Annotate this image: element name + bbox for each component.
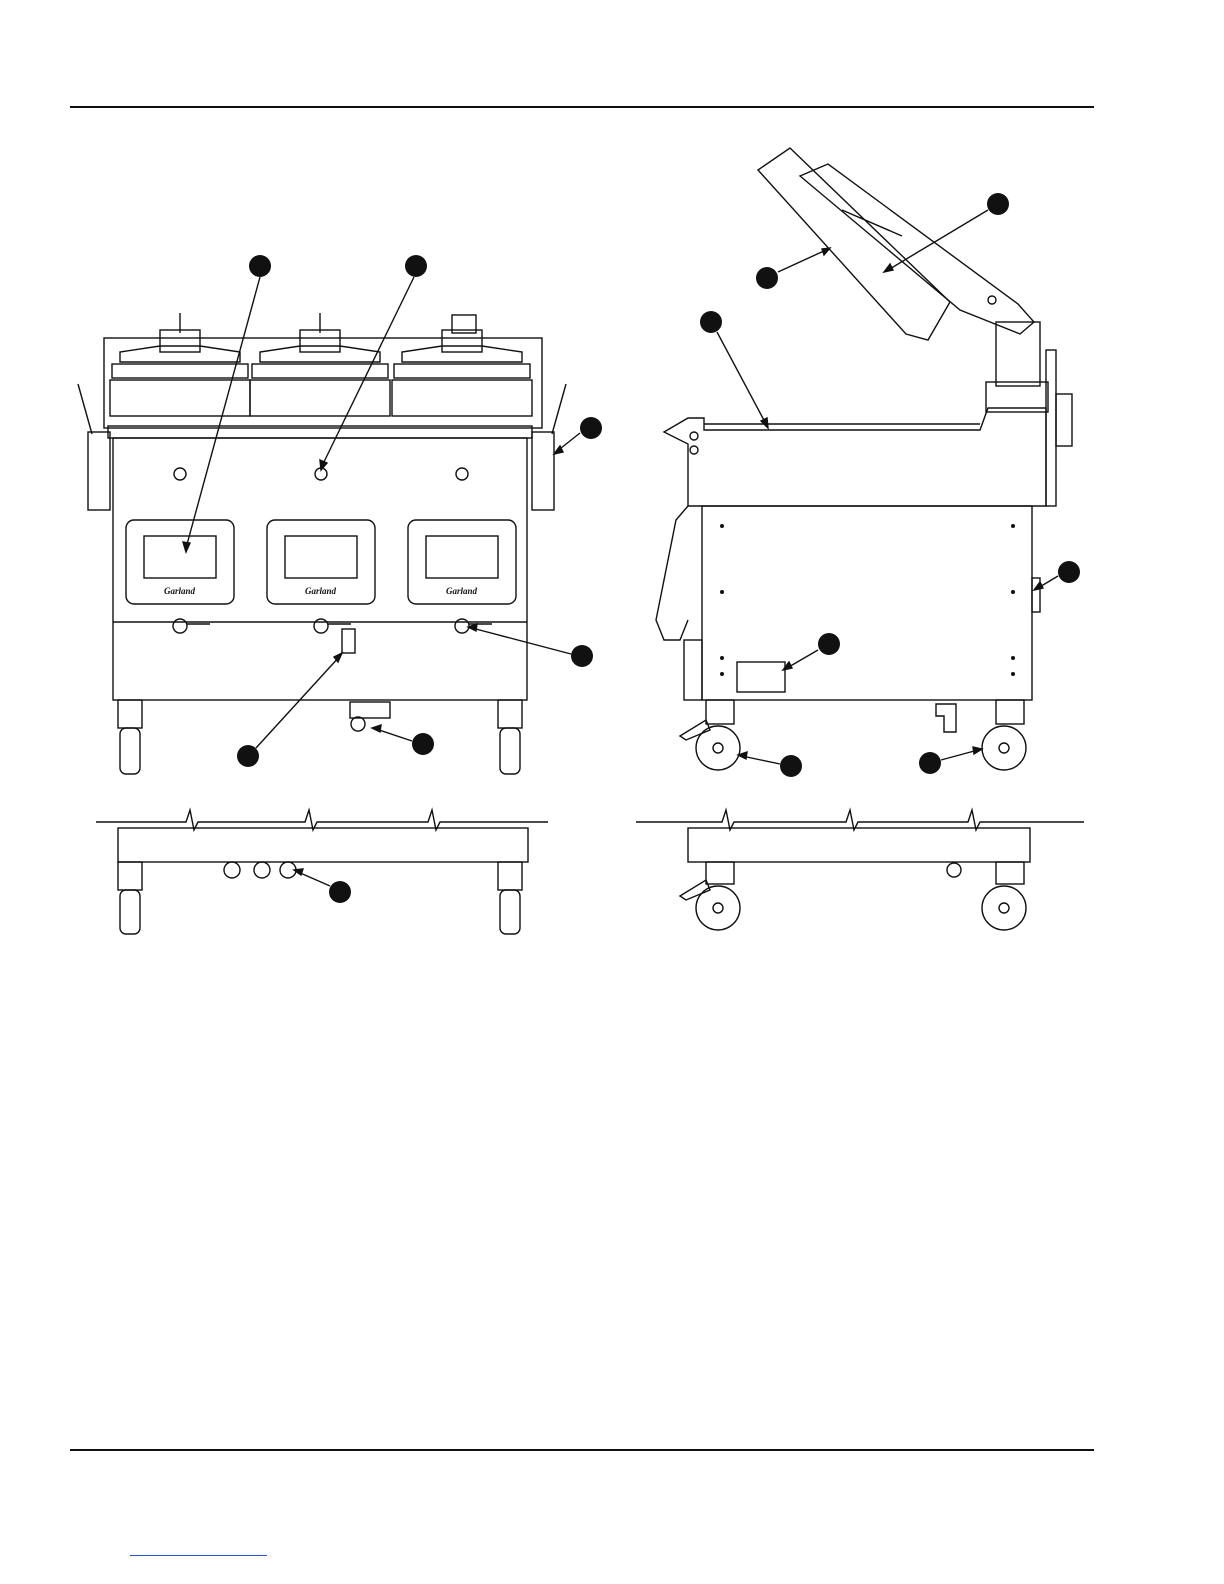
left-handle-rod	[78, 384, 92, 434]
platen-assembly-3	[392, 315, 532, 416]
callout-side-front-caster	[738, 752, 802, 777]
callout-front-bottom-connections	[294, 869, 351, 903]
side-grill-top	[664, 408, 1046, 506]
side-control-overhang	[656, 506, 688, 640]
gas-connection	[350, 702, 390, 731]
callout-side-rear-caster	[919, 747, 982, 774]
brand-label-2: Garland	[305, 586, 337, 596]
front-right-caster	[498, 700, 522, 774]
indicator-light-1	[174, 468, 186, 480]
callout-side-cooking-surface	[700, 311, 768, 428]
side-front-caster	[680, 700, 740, 770]
callout-front-gas-connection	[372, 725, 434, 755]
side-bottom-detail	[636, 810, 1084, 930]
front-bottom-detail	[96, 810, 548, 934]
callouts	[183, 193, 1080, 903]
platen-arm	[800, 164, 1034, 334]
indicator-light-3	[456, 468, 468, 480]
right-side-handle	[532, 432, 554, 510]
callout-side-rating-plate	[783, 633, 840, 670]
brand-label-1: Garland	[164, 586, 196, 596]
front-view: Garland Garland Garland	[78, 313, 566, 774]
footer-rule	[70, 1449, 1094, 1451]
platen-assembly-2	[250, 313, 390, 416]
drain-valve-1	[173, 619, 210, 633]
power-switch	[342, 629, 355, 653]
drain-valve-2	[314, 619, 351, 633]
brand-label-3: Garland	[446, 586, 478, 596]
left-side-handle	[88, 432, 110, 510]
callout-front-side-handle	[554, 417, 602, 454]
platen-assembly-1	[110, 313, 250, 416]
callout-front-control-panel	[183, 255, 271, 552]
front-left-caster	[118, 700, 142, 774]
side-rear-caster	[982, 700, 1026, 770]
callout-side-rear-switch	[1034, 561, 1080, 590]
callout-front-power-switch	[237, 653, 342, 767]
callout-side-upper-platen	[884, 193, 1009, 272]
lift-column	[996, 322, 1040, 386]
right-handle-rod	[552, 384, 566, 434]
footer-link-underline[interactable]	[130, 1555, 267, 1556]
rating-plate	[737, 662, 785, 692]
side-view	[656, 148, 1072, 770]
callout-side-platen-edge	[756, 248, 830, 289]
gas-elbow	[936, 704, 956, 732]
upper-platen	[758, 148, 950, 340]
side-cabinet	[702, 506, 1032, 700]
callout-front-drain-valve	[468, 624, 593, 667]
